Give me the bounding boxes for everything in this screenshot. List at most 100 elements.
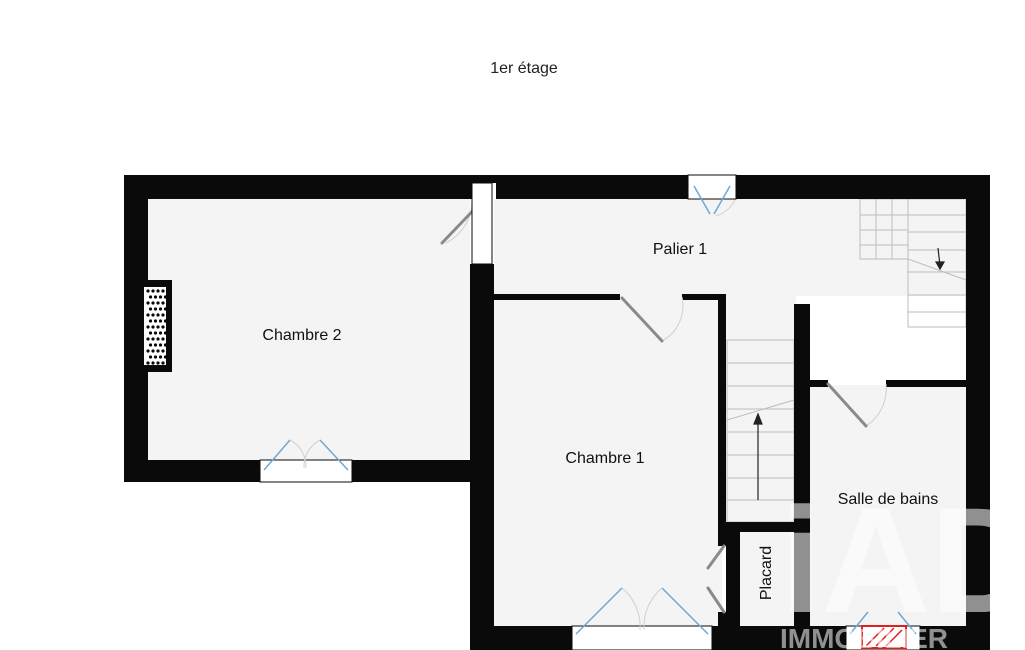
- radiator-dot: [163, 331, 168, 335]
- room-label-chambre-1: Chambre 1: [565, 450, 644, 467]
- svg-text:IMMOBILIER: IMMOBILIER: [780, 623, 948, 650]
- staircase-arrow-upper: [934, 247, 946, 271]
- radiator-dot: [146, 301, 150, 305]
- radiator-dot: [158, 331, 163, 335]
- wall-right: [966, 175, 990, 650]
- radiator-dot: [148, 355, 153, 359]
- wall-bath-top-b: [886, 380, 966, 387]
- radiator-dot: [153, 295, 158, 299]
- radiator-dot: [161, 301, 165, 305]
- radiator-dot: [151, 313, 155, 317]
- radiator-dot: [161, 325, 165, 329]
- radiator-dot: [151, 325, 155, 329]
- room-label-salle-de-bains: Salle de bains: [838, 491, 939, 508]
- window-palier-leaf: [693, 185, 711, 215]
- radiator-icon: [138, 280, 172, 372]
- radiator-dot: [161, 337, 165, 341]
- door-frame-chambre2: [471, 182, 493, 265]
- wall-placard-left: [726, 532, 740, 650]
- window-chambre1: [571, 625, 713, 650]
- radiator-dot: [151, 289, 155, 293]
- radiator-dot: [146, 313, 150, 317]
- radiator-dot: [156, 301, 160, 305]
- watermark-logo: iAD IMMOBILIER: [780, 476, 1025, 650]
- room-label-palier: Palier 1: [653, 241, 707, 258]
- radiator-dot: [156, 289, 160, 293]
- radiator-dot: [151, 361, 155, 365]
- radiator-dot: [156, 361, 160, 365]
- wall-chambre1-right-a: [718, 294, 726, 546]
- radiator-dot: [161, 289, 165, 293]
- radiator-dot: [156, 313, 160, 317]
- door-leaves: [440, 195, 868, 614]
- radiator-dot: [163, 295, 168, 299]
- radiator-dot: [161, 313, 165, 317]
- wall-chambre1-right-b: [718, 612, 726, 632]
- wall-top-middle: [496, 175, 688, 199]
- radiator-dot: [158, 355, 163, 359]
- door-arc-salle-de-bains: [865, 383, 887, 427]
- radiator-dot: [163, 343, 168, 347]
- door-frames: [471, 182, 493, 265]
- wall-bottom-a: [470, 626, 572, 650]
- wall-bath-top-a: [810, 380, 828, 387]
- wall-bottom-c: [920, 626, 990, 650]
- radiator-dot: [153, 355, 158, 359]
- wall-door-jamb: [470, 175, 496, 183]
- radiator-dot: [158, 307, 163, 311]
- svg-text:iAD: iAD: [780, 476, 1025, 644]
- wall-top-left: [124, 175, 472, 199]
- radiator-dot: [153, 331, 158, 335]
- radiator-dot: [148, 295, 153, 299]
- radiator-dot: [161, 349, 165, 353]
- door-leaf-chambre1: [620, 296, 664, 343]
- radiator-dot: [158, 343, 163, 347]
- radiator-dot: [153, 319, 158, 323]
- wall-bottom-left-b: [352, 460, 472, 482]
- heater-icon: [861, 625, 907, 649]
- windows: [259, 174, 921, 650]
- floor-chambre-1: [494, 296, 722, 626]
- radiator-dot: [156, 325, 160, 329]
- wall-bottom-b: [712, 626, 846, 650]
- wall-placard-top: [726, 522, 794, 532]
- floor-placard: [740, 532, 794, 626]
- radiator-dot: [163, 307, 168, 311]
- radiator-dot: [148, 319, 153, 323]
- room-label-chambre-2: Chambre 2: [262, 327, 341, 344]
- radiator-dot: [158, 295, 163, 299]
- door-arc-chambre1: [661, 296, 684, 342]
- staircase-arrow-lower: [753, 412, 763, 500]
- wall-bottom-left-a: [124, 460, 260, 482]
- floor-palier: [494, 199, 966, 296]
- radiator-dot: [156, 349, 160, 353]
- radiator-dot: [148, 307, 153, 311]
- radiator-dot: [146, 361, 150, 365]
- radiator-dot: [146, 325, 150, 329]
- radiator-dot: [153, 307, 158, 311]
- floor-title: 1er étage: [490, 60, 558, 77]
- wall-palier-chambre1-a: [494, 294, 620, 300]
- floor-salle-de-bains: [810, 385, 966, 626]
- window-palier: [687, 174, 737, 200]
- wall-top-right: [736, 175, 990, 199]
- window-chambre2: [259, 459, 353, 483]
- radiator-dot: [163, 355, 168, 359]
- floor-chambre-2: [148, 199, 470, 460]
- radiator-dot: [148, 343, 153, 347]
- radiator-dot: [153, 343, 158, 347]
- radiator-dot: [146, 289, 150, 293]
- radiator-dot: [156, 337, 160, 341]
- radiator-dot: [158, 319, 163, 323]
- radiator-dot: [151, 301, 155, 305]
- radiator-dot: [161, 361, 165, 365]
- radiator-dot: [151, 337, 155, 341]
- radiator-dot: [151, 349, 155, 353]
- wall-chambre1-left: [470, 264, 494, 650]
- radiator-dot: [146, 337, 150, 341]
- room-label-placard: Placard: [758, 546, 775, 600]
- wall-palier-chambre1-b: [682, 294, 726, 300]
- door-leaf-placard-a: [706, 544, 726, 570]
- door-leaf-salle-de-bains: [826, 382, 868, 428]
